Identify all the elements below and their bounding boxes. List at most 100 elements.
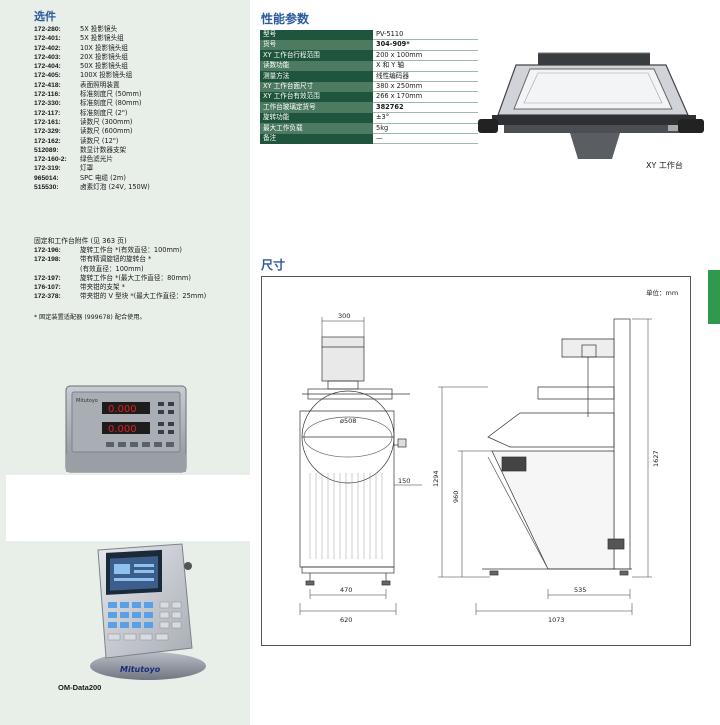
option-item-row: 172-403:20X 投影镜头组 <box>34 53 246 62</box>
om-data200-label: OM-Data200 <box>58 683 102 692</box>
page-edge-tab <box>708 270 720 324</box>
accessory-item-desc: 旋转工作台 *(最大工作直径：80mm) <box>80 273 191 282</box>
dim-label-535: 535 <box>574 586 586 594</box>
xy-stage-image <box>478 33 710 183</box>
dim-label-620: 620 <box>340 616 352 624</box>
option-item-row: 172-116:标准刻度尺 (50mm) <box>34 90 246 99</box>
option-item-code: 172-162: <box>34 137 61 145</box>
spec-key: XY 工作台面尺寸 <box>260 81 373 92</box>
dim-label-470: 470 <box>340 586 352 594</box>
dim-label-1073: 1073 <box>548 616 565 624</box>
accessory-item-row: 172-196: 旋转工作台 *(有效直径：100mm) <box>34 246 246 255</box>
accessory-item-code <box>34 265 80 274</box>
accessory-item-row: (有效直径：100mm) <box>34 265 246 274</box>
option-item-row: 965014:SPC 电缆 (2m) <box>34 174 246 183</box>
dimensions-unit: 单位：mm <box>646 289 679 297</box>
om-data200-image: Mitutoyo <box>84 540 206 682</box>
spec-key: XY 工作台有效范围 <box>260 91 373 103</box>
spec-value: 380 x 250mm <box>373 81 484 93</box>
spec-value: ±3° <box>373 112 484 124</box>
option-item-desc: 标准刻度尺 (80mm) <box>80 99 142 108</box>
option-item-row: 515530: 卤素灯泡 (24V, 150W) <box>34 183 246 192</box>
spec-row: 备注— <box>260 133 484 145</box>
accessory-item-desc: 带夹钳的支架 * <box>80 283 125 292</box>
dim-label-screen-dia: ø508 <box>340 417 356 425</box>
accessories-note: * 固定装置适配器 (999678) 配合使用。 <box>34 314 146 321</box>
option-item-row: 172-402:10X 投影镜头组 <box>34 44 246 53</box>
option-item-desc: 数显计数器支架 <box>80 145 127 154</box>
option-item-row: 172-404:50X 投影镜头组 <box>34 62 246 71</box>
option-item-code: 965014: <box>34 174 59 182</box>
option-item-desc: 100X 投影镜头组 <box>80 71 133 80</box>
accessory-item-code: 176-107: <box>34 284 61 292</box>
accessory-item-row: 172-378:带夹钳的 V 型块 *(最大工作直径：25mm) <box>34 292 246 301</box>
option-item-code: 172-403: <box>34 53 61 61</box>
option-item-desc: 表面照明装置 <box>80 80 120 89</box>
spec-value: — <box>373 133 484 145</box>
option-item-code: 512089: <box>34 146 59 154</box>
option-item-code: 172-117: <box>34 109 61 117</box>
spec-key: 工作台玻璃定货号 <box>260 102 373 113</box>
dim-label-960: 960 <box>452 491 460 503</box>
option-item-code: 172-116: <box>34 91 61 99</box>
option-item-code: 172-405: <box>34 72 61 80</box>
option-item-code: 515530: <box>34 184 59 192</box>
spec-value: 5kg <box>373 123 484 135</box>
option-item-code: 172-401: <box>34 35 61 43</box>
accessory-item-code: 172-197: <box>34 274 61 282</box>
counter-display-1: 0.000 <box>108 404 137 415</box>
dim-label-300: 300 <box>338 312 350 320</box>
option-item-code: 172-160-2: <box>34 156 67 164</box>
accessory-item-row: 176-107: 带夹钳的支架 * <box>34 283 246 292</box>
white-band <box>6 475 250 541</box>
option-item-code: 172-329: <box>34 128 61 136</box>
option-item-row: 512089: 数显计数器支架 <box>34 146 246 155</box>
spec-key: 最大工作负载 <box>260 123 373 134</box>
option-item-code: 172-280: <box>34 26 61 33</box>
spec-value: X 和 Y 轴 <box>373 60 484 72</box>
dimensions-drawing-frame: 300 ø508 150 470 620 535 1073 1294 960 1… <box>261 276 691 646</box>
spec-key: 型号 <box>260 30 373 40</box>
digital-counter-image: Mitutoyo 0.000 0.000 <box>64 382 188 477</box>
option-item-code: 172-404: <box>34 63 61 71</box>
omdata-brand: Mitutoyo <box>120 665 161 674</box>
spec-value: 266 x 170mm <box>373 91 484 103</box>
accessories-heading: 固定和工作台附件 (见 363 页) <box>34 237 127 245</box>
option-item-desc: 读数尺 (600mm) <box>80 127 133 136</box>
option-item-row: 172-418: 表面照明装置 <box>34 81 246 90</box>
spec-key: XY 工作台行程范围 <box>260 50 373 61</box>
spec-key: 货号 <box>260 39 373 51</box>
dim-label-1627: 1627 <box>652 450 660 467</box>
spec-row: 旋转功能±3° <box>260 112 484 124</box>
option-item-code: 172-418: <box>34 81 61 89</box>
accessory-item-row: 172-197: 旋转工作台 *(最大工作直径：80mm) <box>34 274 246 283</box>
option-item-desc: 卤素灯泡 (24V, 150W) <box>80 183 150 192</box>
accessory-item-desc: 旋转工作台 *(有效直径：100mm) <box>80 246 182 254</box>
accessories-list: 172-196:旋转工作台 *(有效直径：100mm)172-198:带有精调旋… <box>34 246 246 302</box>
dim-label-150: 150 <box>398 477 410 485</box>
option-item-desc: 10X 投影镜头组 <box>80 43 128 52</box>
accessory-item-desc: 带有精调旋钮的旋转台 * <box>80 255 152 264</box>
spec-value: PV-5110 <box>373 30 484 41</box>
option-item-row: 172-162:读数尺 (12") <box>34 137 246 146</box>
option-item-row: 172-330:标准刻度尺 (80mm) <box>34 99 246 108</box>
option-item-desc: 灯罩 <box>80 164 94 173</box>
option-item-desc: 绿色滤光片 <box>80 155 113 164</box>
spec-value: 线性编码器 <box>373 71 484 83</box>
option-item-row: 172-280: 5X 投影镜头 <box>34 25 246 34</box>
spec-row: 测量方法线性编码器 <box>260 71 484 83</box>
xy-stage-label: XY 工作台 <box>646 161 683 170</box>
spec-value: 382762 <box>373 102 484 114</box>
option-item-desc: 5X 投影镜头 <box>80 25 118 33</box>
accessory-item-code: 172-196: <box>34 247 61 254</box>
option-item-code: 172-161: <box>34 118 61 126</box>
